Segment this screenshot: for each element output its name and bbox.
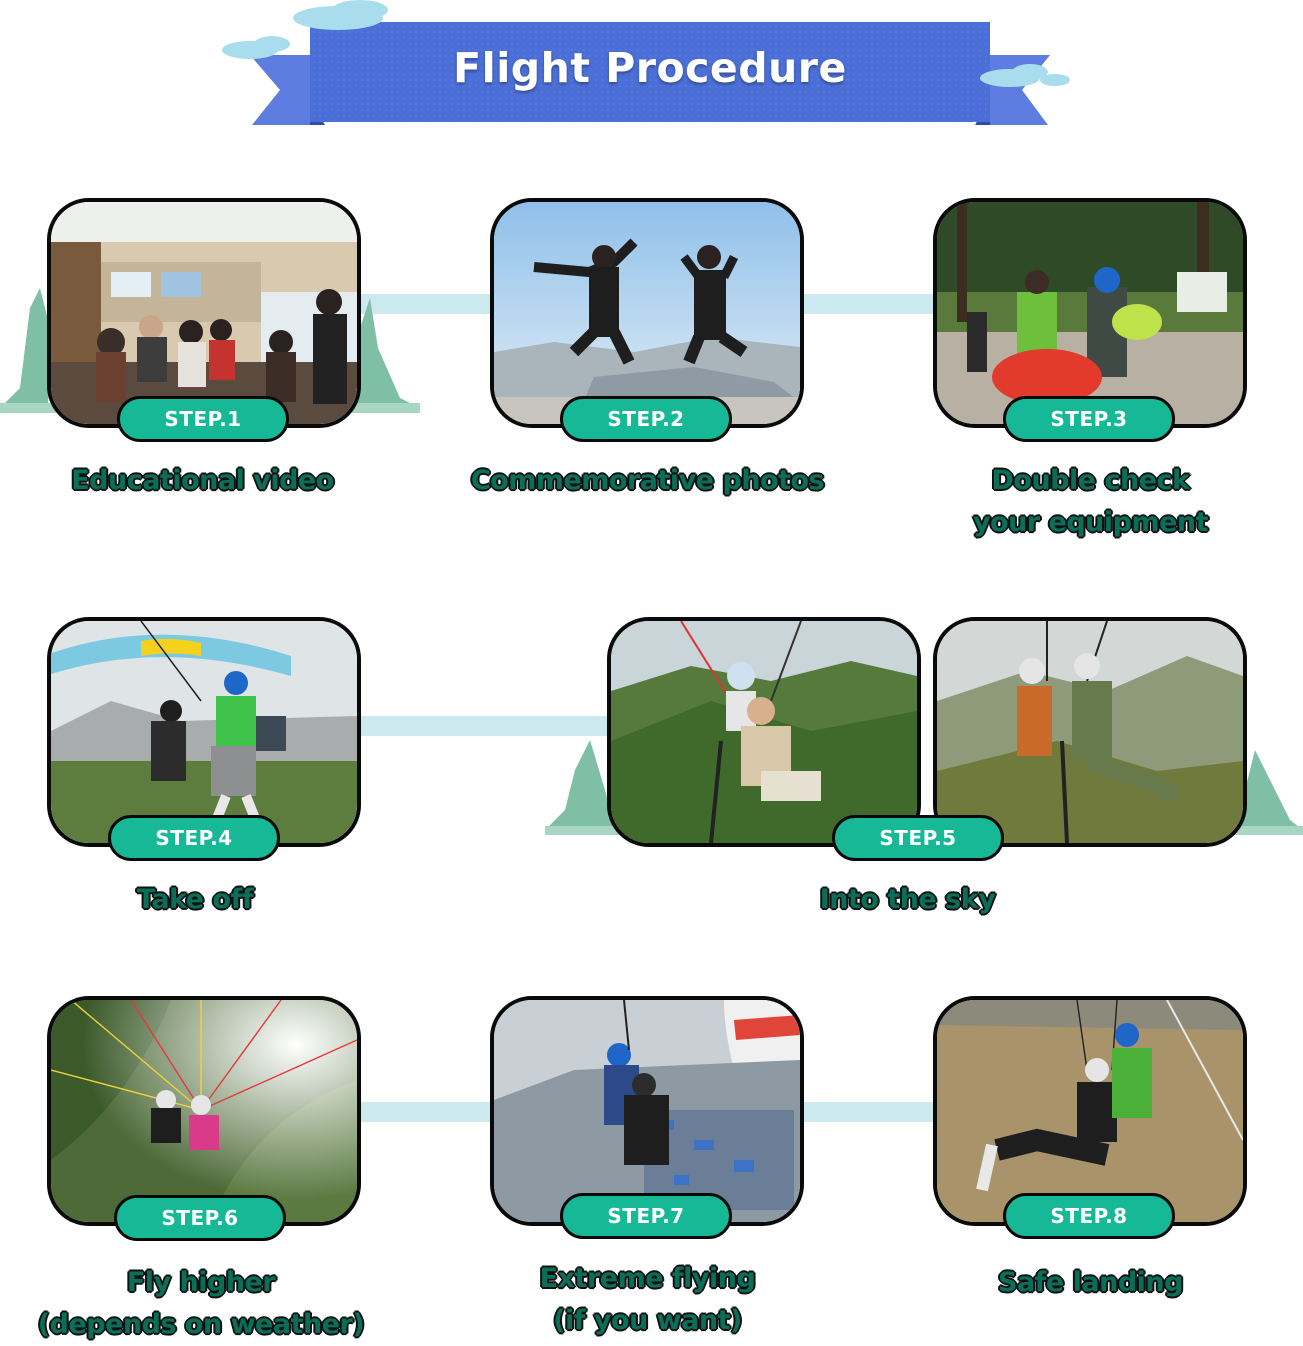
- step-7-caption: Extreme flying (if you want): [445, 1258, 850, 1342]
- step-2-badge: STEP.2: [560, 396, 732, 442]
- step-1-caption: Educational video: [0, 460, 405, 502]
- step-5-photo-a: [607, 617, 921, 847]
- step-7-photo: [490, 996, 804, 1226]
- step-2-caption: Commemorative photos: [445, 460, 850, 502]
- connector-1-2: [360, 294, 495, 314]
- step-2-photo: [490, 198, 804, 428]
- step-7-badge: STEP.7: [560, 1193, 732, 1239]
- connector-6-7: [360, 1102, 495, 1122]
- connector-2-3: [802, 294, 937, 314]
- step-8-caption-line: Safe landing: [998, 1267, 1183, 1298]
- step-6-badge: STEP.6: [114, 1195, 286, 1241]
- step-1-badge: STEP.1: [117, 396, 289, 442]
- connector-4-5: [360, 716, 610, 736]
- step-4-photo: [47, 617, 361, 847]
- step-6-caption-line-1: Fly higher: [126, 1267, 276, 1298]
- page-title: Flight Procedure: [453, 44, 847, 92]
- step-3-caption-line-1: Double check: [991, 465, 1190, 496]
- step-5-photo-b: [933, 617, 1247, 847]
- step-4-badge: STEP.4: [108, 815, 280, 861]
- step-6-caption: Fly higher (depends on weather): [0, 1262, 402, 1346]
- step-5-caption: Into the sky: [705, 879, 1110, 921]
- step-3-badge: STEP.3: [1003, 396, 1175, 442]
- step-8-caption: Safe landing: [888, 1262, 1293, 1304]
- step-2-caption-line: Commemorative photos: [470, 465, 825, 496]
- step-3-photo: [933, 198, 1247, 428]
- step-6-caption-line-2: (depends on weather): [37, 1309, 365, 1340]
- connector-7-8: [802, 1102, 937, 1122]
- step-5-caption-line: Into the sky: [819, 884, 996, 915]
- step-6-photo: [47, 996, 361, 1226]
- step-4-caption: Take off: [0, 879, 390, 921]
- step-1-caption-line: Educational video: [71, 465, 334, 496]
- step-8-badge: STEP.8: [1003, 1193, 1175, 1239]
- step-4-caption-line: Take off: [136, 884, 254, 915]
- step-1-photo: [47, 198, 361, 428]
- step-5-badge: STEP.5: [832, 815, 1004, 861]
- cloud-icon: [222, 0, 1070, 87]
- step-3-caption: Double check your equipment: [888, 460, 1293, 544]
- step-8-photo: [933, 996, 1247, 1226]
- step-3-caption-line-2: your equipment: [972, 507, 1209, 538]
- step-7-caption-line-2: (if you want): [553, 1305, 742, 1336]
- banner-ribbon: [222, 0, 1070, 125]
- step-7-caption-line-1: Extreme flying: [539, 1263, 756, 1294]
